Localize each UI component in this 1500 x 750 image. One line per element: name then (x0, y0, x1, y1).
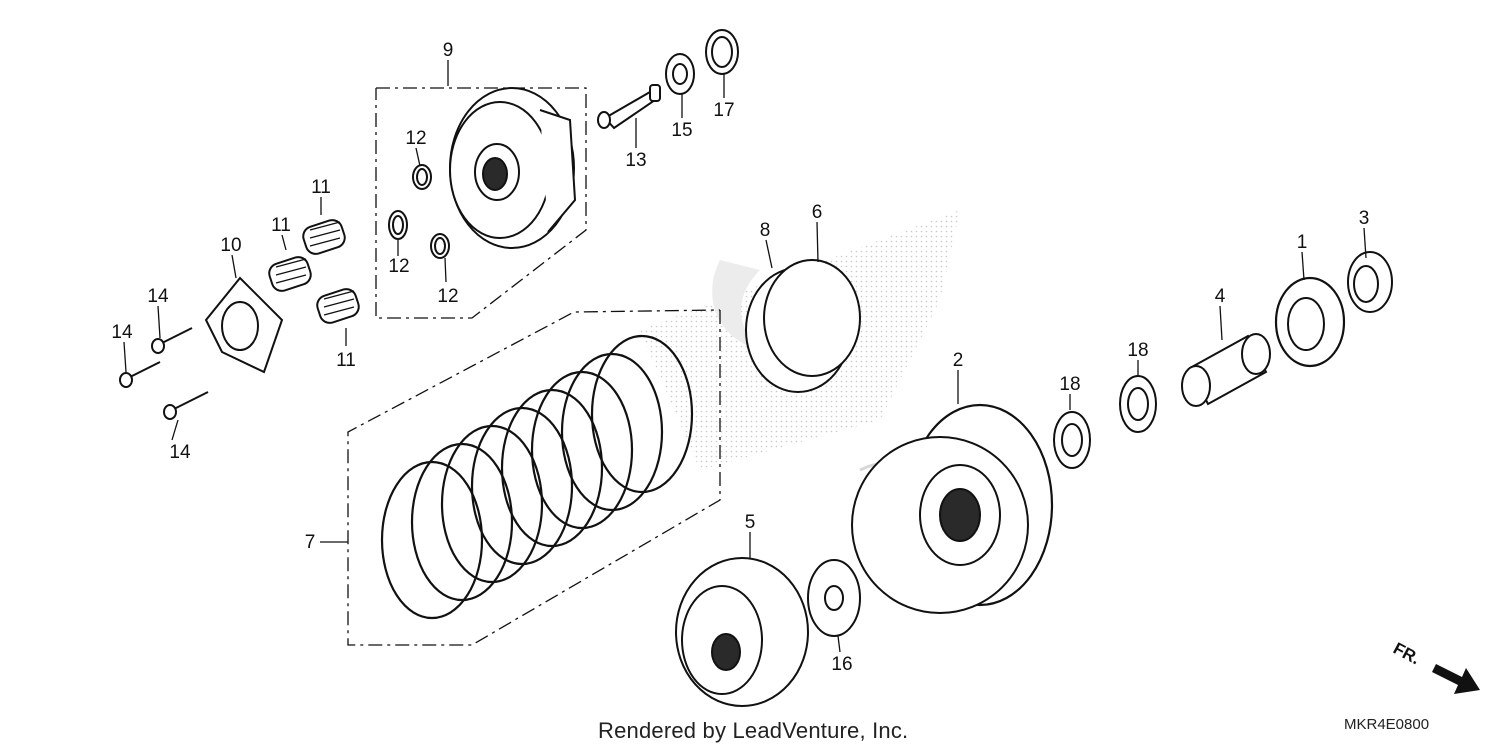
clutch-outer-part-2 (851, 403, 1054, 614)
callout-3: 3 (1359, 208, 1370, 229)
callout-2: 2 (953, 350, 964, 371)
leader-lines (123, 60, 1367, 653)
callout-6: 6 (812, 202, 823, 223)
callout-11-mid: 11 (271, 215, 291, 236)
bolt-part-14-left (119, 361, 161, 388)
callout-18-left: 18 (1059, 374, 1080, 395)
judder-spring-part-6 (763, 259, 861, 377)
callout-7: 7 (305, 532, 316, 553)
bolt-part-14-bottom (163, 391, 209, 420)
callout-14-top: 14 (147, 286, 169, 307)
washer-part-17 (705, 29, 739, 75)
bolt-part-14-top (151, 327, 193, 354)
callout-13: 13 (625, 150, 646, 171)
callout-1: 1 (1297, 232, 1308, 253)
thrust-washer-part-16 (807, 559, 861, 637)
render-credit-text: Rendered by LeadVenture, Inc. (598, 718, 909, 743)
washer-part-12-top (412, 164, 432, 190)
clutch-center-part-5 (675, 557, 809, 707)
callout-8: 8 (760, 220, 771, 241)
group-frame-7 (347, 309, 721, 646)
front-arrow-icon (1432, 664, 1480, 694)
callout-5: 5 (745, 512, 756, 533)
diagram-code-label: MKR4E0800 (1344, 716, 1430, 733)
callout-15: 15 (671, 120, 692, 141)
callout-14-bottom: 14 (169, 442, 191, 463)
callout-18-right: 18 (1127, 340, 1148, 361)
callout-4: 4 (1215, 286, 1226, 307)
sprocket-part-1 (1274, 276, 1346, 368)
collar-part-4 (1181, 333, 1271, 407)
lifter-rod-part-13 (597, 84, 661, 130)
callout-11-top: 11 (311, 177, 331, 198)
spring-plate-part-10 (204, 276, 284, 374)
callout-9: 9 (443, 40, 454, 61)
callout-12-top: 12 (405, 128, 426, 149)
washer-part-12-left (388, 210, 408, 240)
callout-11-bottom: 11 (336, 350, 356, 371)
callout-12-left: 12 (388, 256, 409, 277)
needle-bearing-part-18-right (1119, 375, 1157, 433)
needle-bearing-part-18-left (1053, 411, 1091, 469)
pressure-plate-part-9 (449, 87, 577, 249)
callout-16: 16 (831, 654, 852, 675)
bearing-part-15 (665, 53, 695, 95)
spring-part-11-bottom (316, 288, 360, 324)
group-frame-9 (375, 87, 587, 319)
front-direction-indicator: FR. (1390, 639, 1480, 694)
clutch-plate-set-part-7 (380, 334, 694, 620)
callout-10: 10 (220, 235, 241, 256)
callout-12-right: 12 (437, 286, 458, 307)
collar-part-3 (1347, 251, 1393, 313)
callout-numbers: 1 2 3 4 5 6 7 8 9 10 11 11 11 12 12 12 1… (111, 40, 1369, 675)
spring-part-11-top (302, 219, 346, 255)
front-direction-label: FR. (1390, 639, 1423, 669)
callout-14-left: 14 (111, 322, 133, 343)
spring-part-11-mid (268, 256, 312, 292)
washer-part-12-right (430, 233, 450, 259)
callout-17: 17 (713, 100, 734, 121)
